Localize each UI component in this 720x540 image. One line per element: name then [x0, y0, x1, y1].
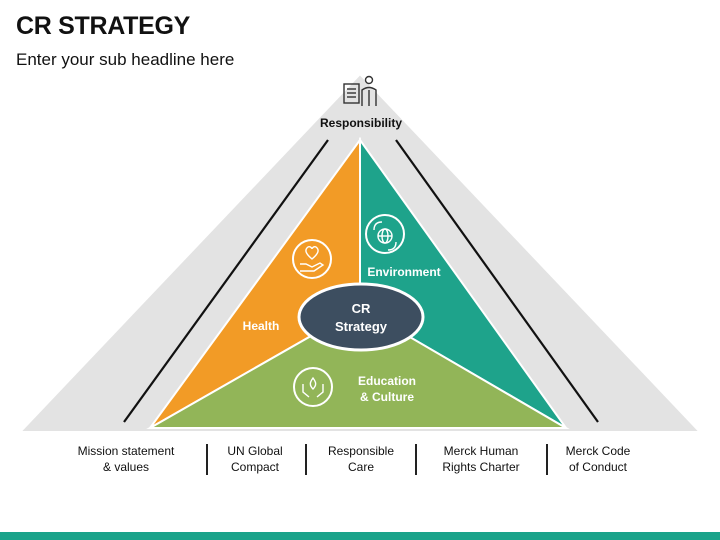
- education-icon-ring: [293, 367, 333, 407]
- base-band: [72, 432, 662, 484]
- base-item-2-line1: UN Global: [227, 444, 282, 458]
- health-icon-ring: [292, 239, 332, 279]
- segment-education-culture: [146, 306, 570, 429]
- center-oval: [297, 282, 425, 352]
- base-item-4: Merck Human Rights Charter: [442, 444, 519, 474]
- environment-icon-ring: [365, 214, 405, 254]
- segment-environment-label: Environment: [367, 265, 440, 279]
- base-item-5: Merck Code of Conduct: [566, 444, 631, 474]
- base-item-1-line2: & values: [103, 460, 149, 474]
- clipboard-person-icon: [343, 75, 377, 106]
- base-item-1: Mission statement & values: [78, 444, 175, 474]
- base-item-5-line1: Merck Code: [566, 444, 631, 458]
- base-item-3-line1: Responsible: [328, 444, 394, 458]
- base-item-1-line1: Mission statement: [78, 444, 175, 458]
- base-item-3: Responsible Care: [328, 444, 394, 474]
- left-inner-line: [123, 139, 329, 423]
- bottom-accent-bar: [0, 532, 720, 540]
- center-label-line2: Strategy: [335, 319, 388, 334]
- hands-flame-icon: [302, 376, 324, 398]
- right-inner-line: [395, 139, 599, 423]
- base-item-4-line2: Rights Charter: [442, 460, 519, 474]
- base-item-3-line2: Care: [348, 460, 374, 474]
- segment-education-label-line2: & Culture: [360, 390, 414, 404]
- page-title: CR STRATEGY: [16, 12, 191, 40]
- segment-health-label: Health: [243, 319, 280, 333]
- heart-in-hand-icon: [300, 246, 325, 272]
- base-item-2: UN Global Compact: [227, 444, 282, 474]
- apex-label: Responsibility: [320, 116, 402, 130]
- center-label-line1: CR: [352, 301, 371, 316]
- globe-leaves-icon: [373, 221, 397, 251]
- base-item-5-line2: of Conduct: [569, 460, 628, 474]
- base-item-2-line2: Compact: [231, 460, 280, 474]
- base-item-4-line1: Merck Human: [444, 444, 519, 458]
- page-subtitle: Enter your sub headline here: [16, 50, 235, 69]
- segment-education-label-line1: Education: [358, 374, 416, 388]
